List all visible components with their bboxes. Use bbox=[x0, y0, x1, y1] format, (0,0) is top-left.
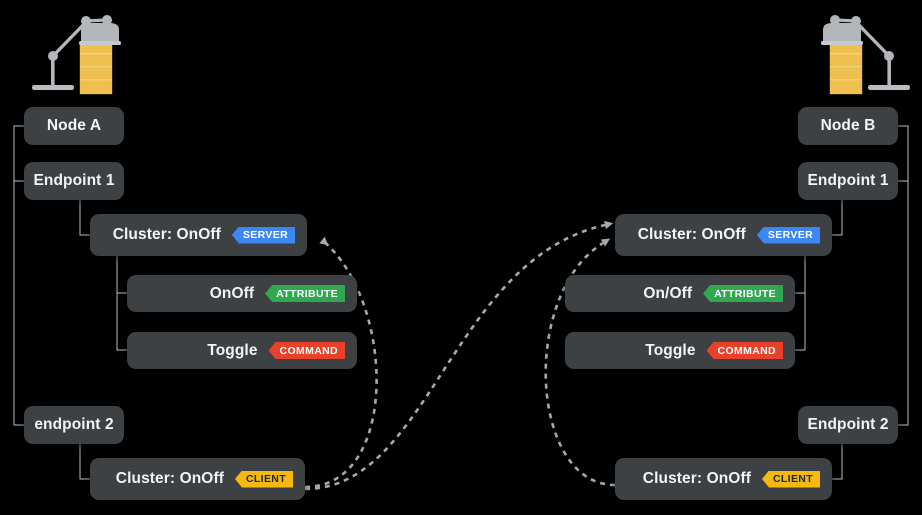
attribute-badge: ATTRIBUTE bbox=[703, 285, 783, 302]
left-command-label: Toggle bbox=[207, 341, 258, 359]
desk-lamp-glyph bbox=[32, 15, 121, 95]
left-endpoint-1-box[interactable]: Endpoint 1 bbox=[24, 162, 124, 200]
right-cluster-server-label: Cluster: OnOff bbox=[637, 226, 746, 243]
left-cluster-onoff-server-box[interactable]: Cluster: OnOff SERVER bbox=[90, 214, 307, 256]
client-badge: CLIENT bbox=[761, 470, 820, 488]
desk-lamp-icon-left bbox=[24, 6, 144, 102]
server-badge: SERVER bbox=[231, 226, 295, 244]
node-a-label: Node A bbox=[46, 117, 102, 134]
right-endpoint-2-box[interactable]: Endpoint 2 bbox=[798, 406, 898, 444]
command-badge: COMMAND bbox=[268, 342, 345, 359]
right-attribute-label: On/Off bbox=[643, 284, 693, 302]
left-endpoint-1-label: Endpoint 1 bbox=[33, 172, 115, 189]
node-b-label: Node B bbox=[820, 117, 876, 134]
server-badge: SERVER bbox=[756, 226, 820, 244]
left-endpoint-2-box[interactable]: endpoint 2 bbox=[24, 406, 124, 444]
right-endpoint-1-label: Endpoint 1 bbox=[807, 172, 889, 189]
left-command-toggle-box[interactable]: Toggle COMMAND bbox=[127, 332, 357, 369]
right-cluster-client-label: Cluster: OnOff bbox=[642, 470, 751, 487]
right-endpoint-2-label: Endpoint 2 bbox=[807, 416, 889, 433]
command-badge: COMMAND bbox=[706, 342, 783, 359]
left-cluster-onoff-client-box[interactable]: Cluster: OnOff CLIENT bbox=[90, 458, 305, 500]
client-badge: CLIENT bbox=[234, 470, 293, 488]
right-command-label: Toggle bbox=[645, 341, 696, 359]
node-b-box[interactable]: Node B bbox=[798, 107, 898, 145]
right-attribute-onoff-box[interactable]: On/Off ATTRIBUTE bbox=[565, 275, 795, 312]
attribute-badge: ATTRIBUTE bbox=[265, 285, 345, 302]
left-endpoint-2-label: endpoint 2 bbox=[34, 416, 114, 433]
right-cluster-onoff-server-box[interactable]: Cluster: OnOff SERVER bbox=[615, 214, 832, 256]
left-cluster-client-label: Cluster: OnOff bbox=[115, 470, 224, 487]
right-endpoint-1-box[interactable]: Endpoint 1 bbox=[798, 162, 898, 200]
left-cluster-server-label: Cluster: OnOff bbox=[112, 226, 221, 243]
right-command-toggle-box[interactable]: Toggle COMMAND bbox=[565, 332, 795, 369]
left-attribute-onoff-box[interactable]: OnOff ATTRIBUTE bbox=[127, 275, 357, 312]
right-cluster-onoff-client-box[interactable]: Cluster: OnOff CLIENT bbox=[615, 458, 832, 500]
node-a-box[interactable]: Node A bbox=[24, 107, 124, 145]
desk-lamp-glyph bbox=[821, 15, 910, 95]
left-attribute-label: OnOff bbox=[209, 284, 255, 302]
desk-lamp-icon-right bbox=[798, 6, 918, 102]
